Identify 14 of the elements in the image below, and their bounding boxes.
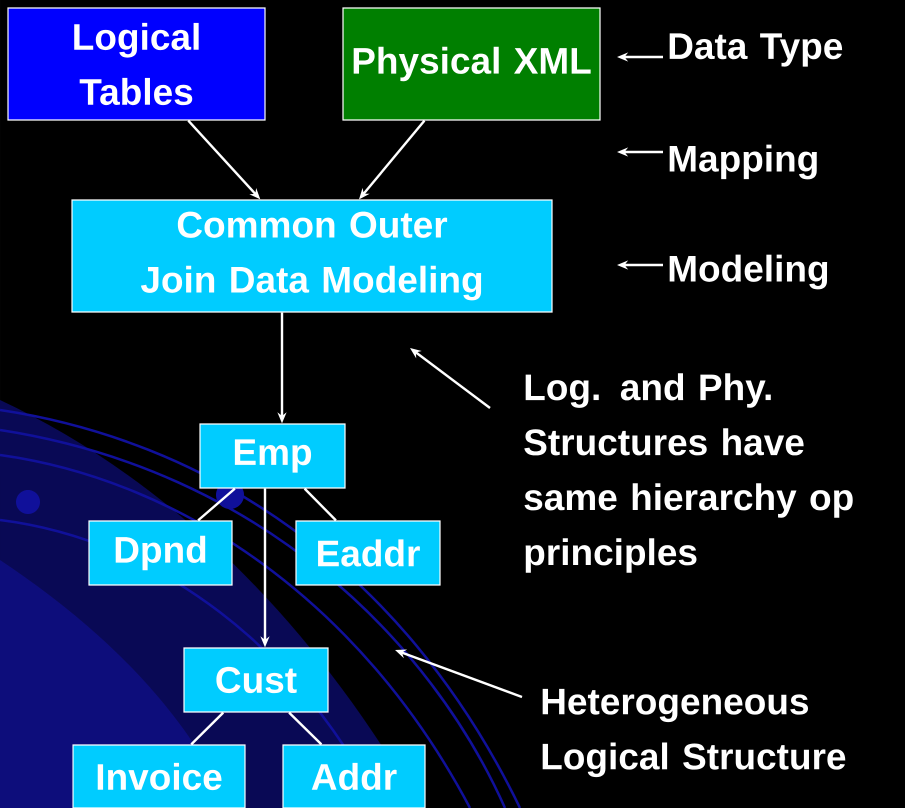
process-box: Addr: [282, 744, 426, 808]
process-box: Logical Tables: [7, 7, 266, 121]
process-box: Dpnd: [88, 520, 233, 586]
process-box: Physical XML: [342, 7, 601, 121]
annotation-text: Data Type: [670, 33, 842, 67]
annotation-text: Mapping: [670, 144, 817, 180]
process-box: Cust: [183, 647, 329, 713]
annotation-text: Heterogeneous Logical Structure: [542, 688, 846, 778]
process-box: Invoice: [72, 744, 246, 808]
annotation-text: Modeling: [670, 254, 828, 290]
process-box: Eaddr: [295, 520, 441, 586]
process-box: Emp: [199, 423, 346, 489]
annotation-text: Log. and Phy. Structures have same hierarchy op principles: [524, 373, 853, 573]
process-box: Common Outer Join Data Modeling: [71, 199, 553, 313]
